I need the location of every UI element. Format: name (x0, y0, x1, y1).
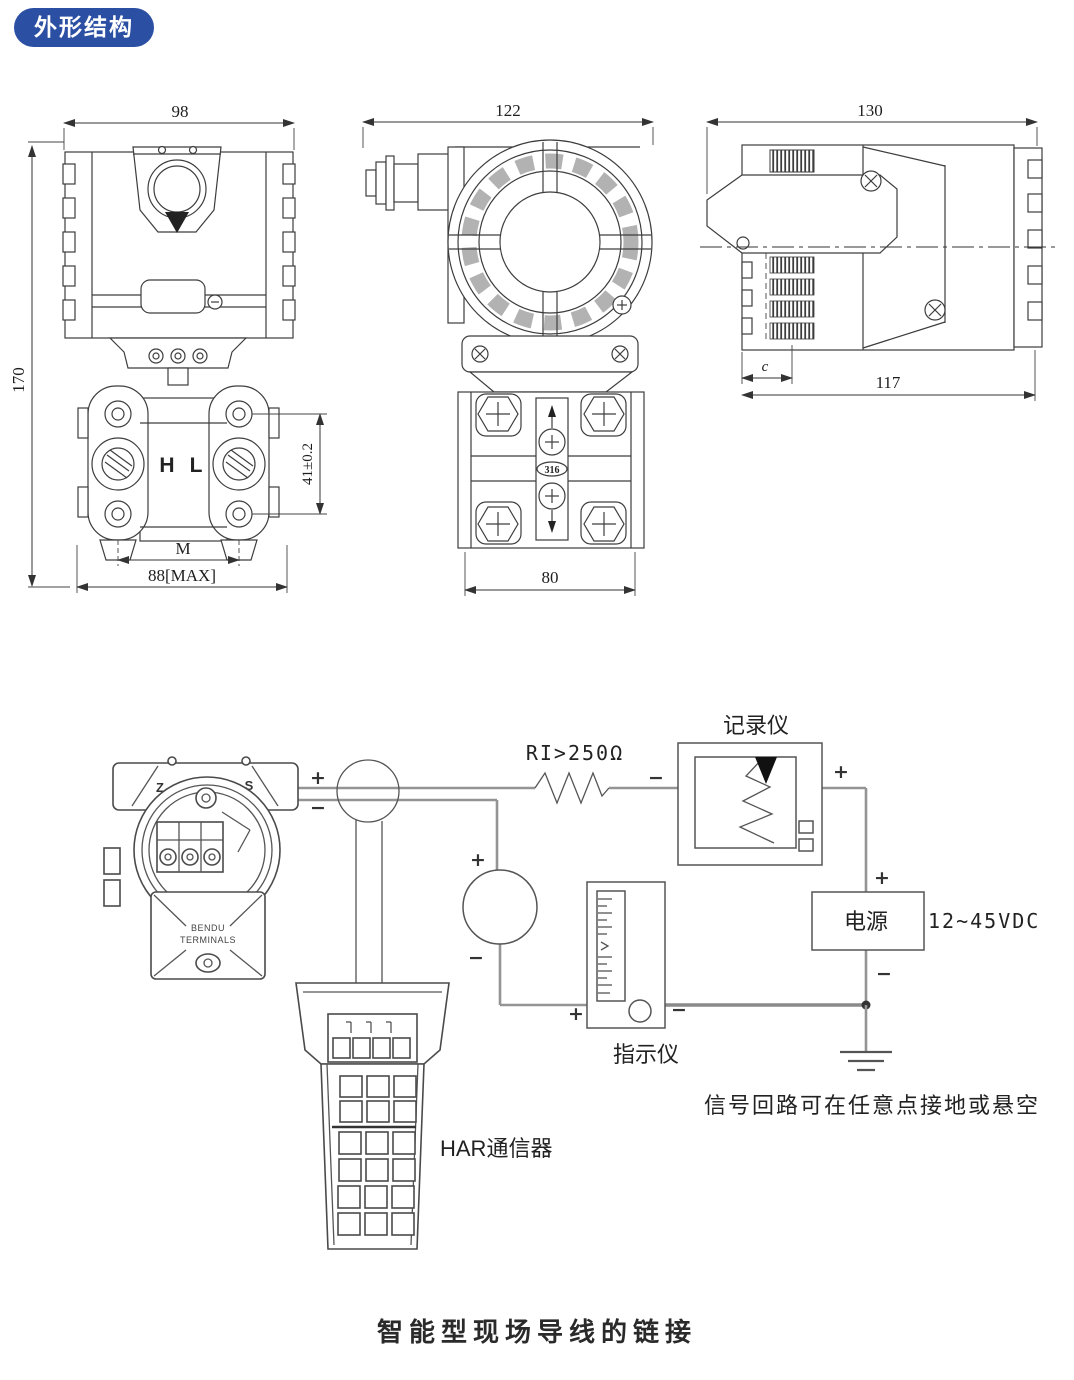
port-span-dim: M (175, 539, 190, 558)
recorder: 记录仪 (677, 713, 823, 866)
side-view-drawing: 122 (362, 101, 654, 596)
neck (108, 337, 248, 386)
indicator-plus-sign: + (568, 1003, 584, 1025)
section-title-badge: 外形结构 (14, 8, 154, 47)
power-voltage-range: 12~45VDC (928, 909, 1040, 933)
indicator-minus-sign: − (671, 999, 687, 1021)
indicator-scale-ticks (598, 898, 612, 994)
indicator: + − 指示仪 (568, 881, 687, 1067)
zero-adjust-mark: Z (156, 780, 164, 795)
bolt-span-dim: 41±0.2 (300, 443, 316, 485)
ammeter: + − (462, 849, 538, 969)
transmitter: Z S BENDU TERMINALS + − (103, 756, 326, 980)
section-title-text: 外形结构 (34, 14, 134, 40)
span-adjust-mark: S (245, 778, 254, 793)
terminal-text-line2: TERMINALS (180, 935, 236, 945)
power-plus-sign: + (874, 867, 890, 889)
material-mark: 316 (545, 465, 560, 476)
communicator-keypad (332, 1075, 417, 1236)
flange-width-dim: 80 (542, 568, 559, 587)
terminal-text-line1: BENDU (191, 923, 225, 933)
low-side-label: L (190, 454, 203, 477)
flange-threads (741, 253, 815, 343)
side-bracket (461, 335, 639, 393)
high-side-label: H (159, 454, 174, 477)
figure-caption: 智能型现场导线的链接 (376, 1317, 697, 1347)
hex-bolts (477, 396, 625, 542)
transmitter-minus-sign: − (310, 797, 326, 819)
recorder-plus-sign: + (833, 761, 849, 783)
vent-drain-valves: 316 (535, 397, 569, 541)
terminal-block (156, 821, 224, 873)
hart-communicator: HAR通信器 (295, 982, 552, 1250)
front-view-drawing: 98 170 (9, 102, 327, 593)
recorder-minus-sign: − (648, 767, 664, 789)
mounting-bracket (132, 145, 222, 233)
power-supply: + 电源 12~45VDC − (811, 867, 1040, 985)
front-width-dim: 98 (172, 102, 189, 121)
end-cap-ribs (1027, 159, 1043, 321)
top-width-dim: 130 (857, 101, 883, 120)
communicator-label: HAR通信器 (440, 1136, 552, 1161)
power-minus-sign: − (876, 963, 892, 985)
clearance-dim: c (762, 359, 769, 375)
process-flanges: H L (77, 385, 280, 561)
transmitter-plus-sign: + (310, 767, 326, 789)
indicator-label: 指示仪 (613, 1042, 679, 1067)
communicator-display (327, 1013, 418, 1063)
grounding-note: 信号回路可在任意点接地或悬空 (704, 1093, 1040, 1118)
side-flange-assembly: 316 (457, 391, 645, 549)
max-width-dim: 88[MAX] (148, 566, 216, 585)
power-label: 电源 (844, 909, 888, 934)
loop-wires (298, 771, 871, 1052)
ammeter-plus-sign: + (470, 849, 486, 871)
nameplate (140, 279, 223, 314)
recorder-pen (755, 757, 777, 784)
housing-ribs (62, 163, 296, 321)
housing-circle (447, 139, 653, 345)
wiring-diagram: Z S BENDU TERMINALS + − (103, 713, 1040, 1250)
hart-connection-circle (336, 759, 400, 823)
recorder-label: 记录仪 (723, 713, 789, 738)
loop-resistor-label: RI>250Ω (526, 741, 624, 765)
ammeter-minus-sign: − (468, 947, 484, 969)
ground-symbol (840, 1050, 892, 1072)
body-length-dim: 117 (876, 373, 901, 392)
top-view-drawing: 130 (700, 101, 1060, 401)
front-height-dim: 170 (9, 367, 28, 393)
side-width-dim: 122 (495, 101, 521, 120)
outline-drawings: 98 170 (9, 101, 1060, 596)
conduit-connector (365, 153, 457, 211)
